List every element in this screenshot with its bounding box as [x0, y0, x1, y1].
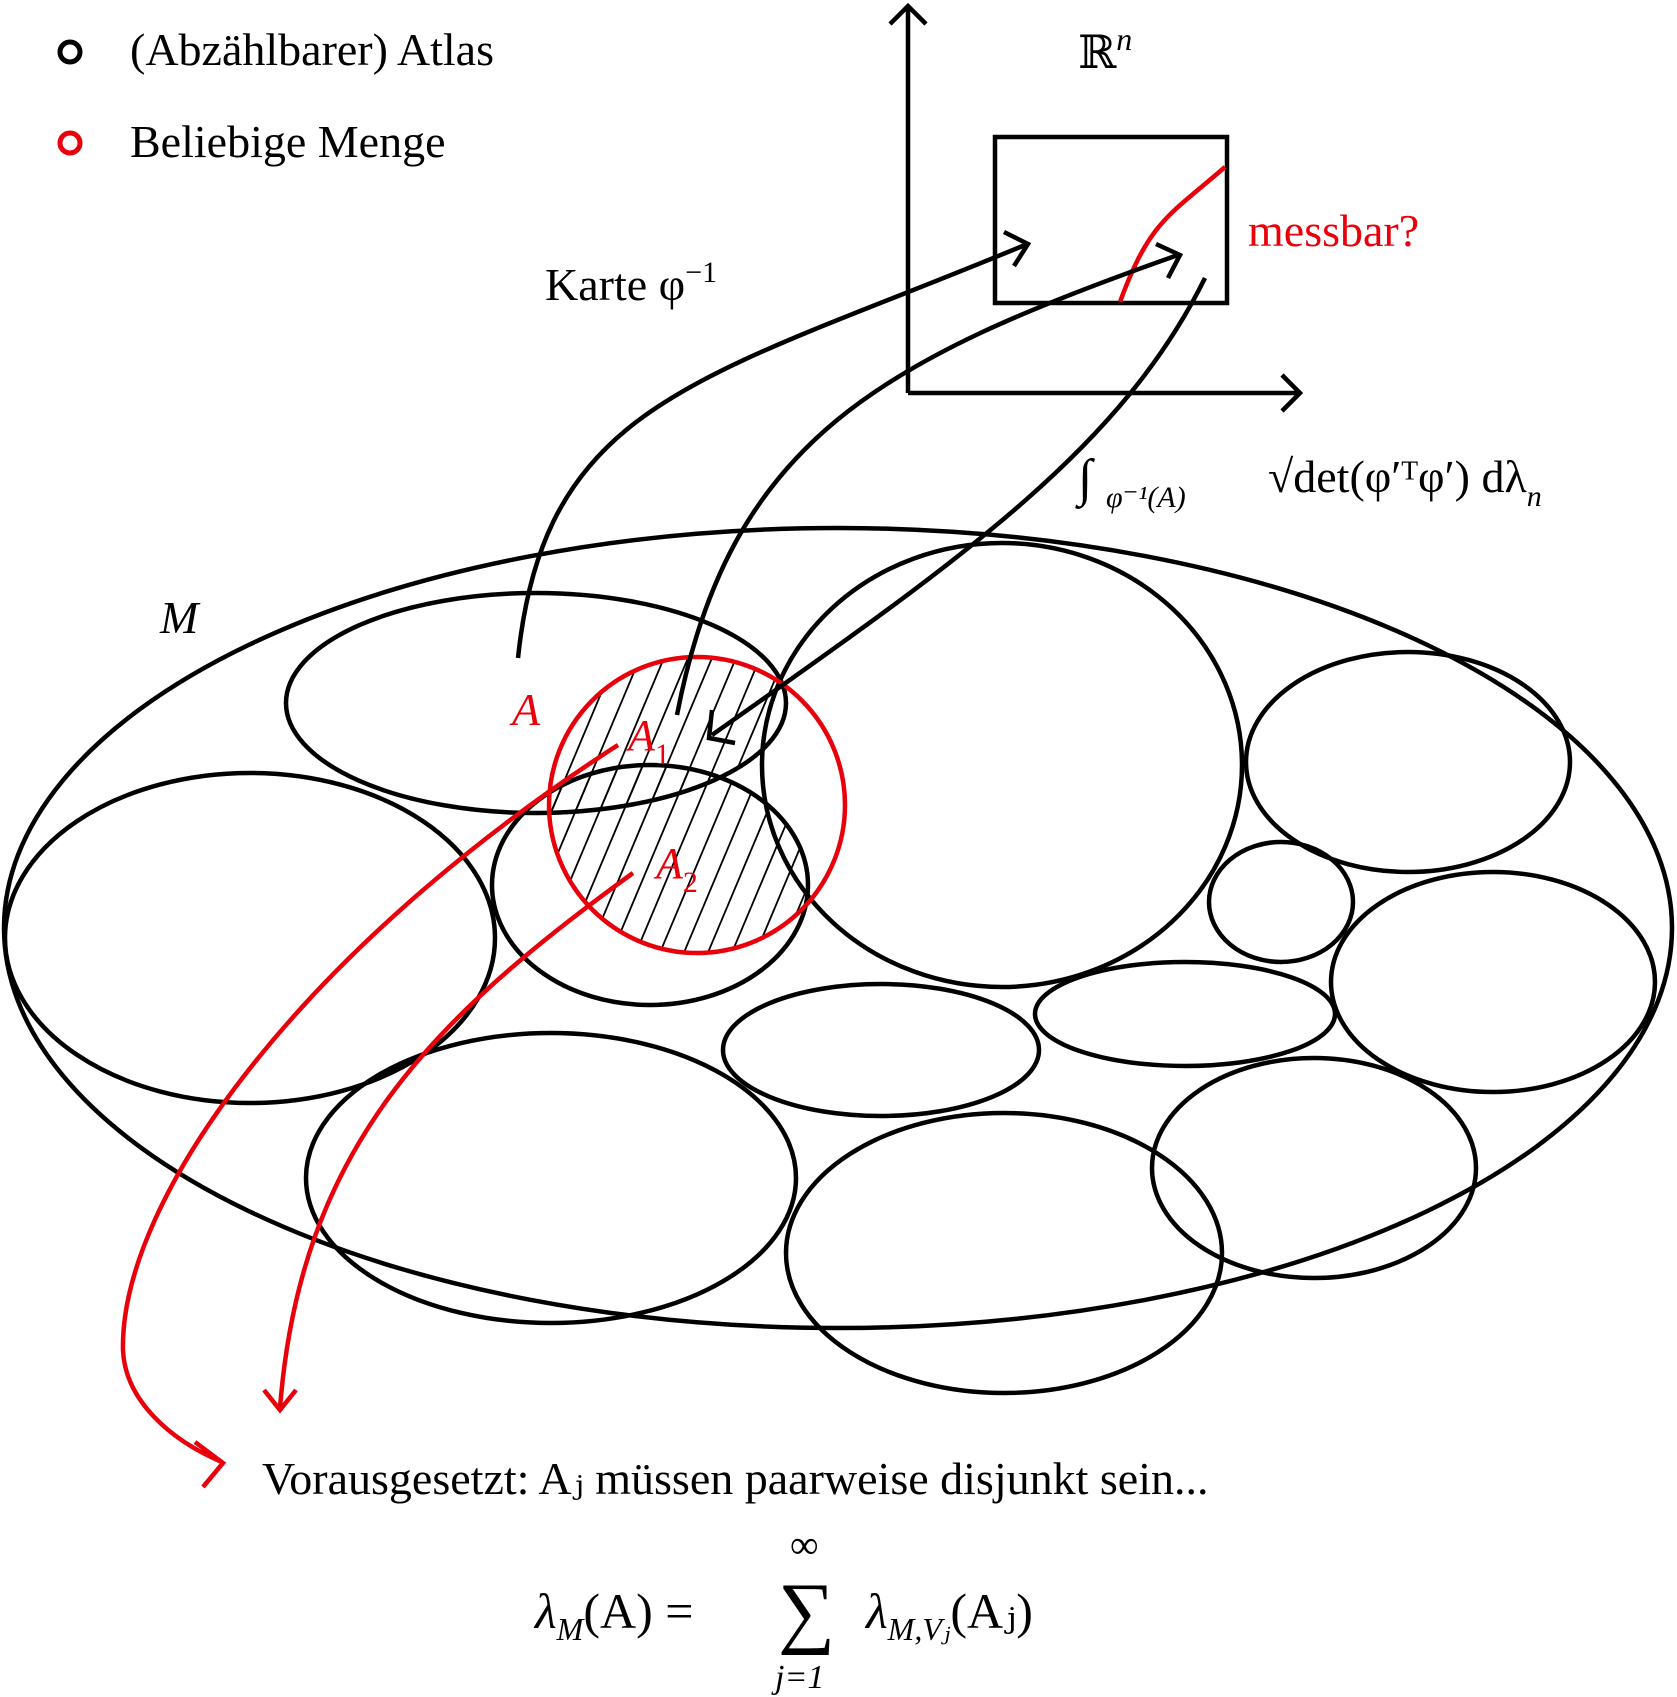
chart-ellipse — [720, 981, 1042, 1119]
chart-arrow-lower — [674, 252, 1179, 716]
sum-lower-limit: j=1 — [771, 1659, 824, 1696]
hatch-line — [880, 620, 1040, 1000]
integrand: √det(φ′ᵀφ′) dλn — [1268, 451, 1542, 513]
hatch-line — [735, 765, 808, 953]
hatch-line — [856, 620, 1016, 1000]
legend-atlas-label: (Abzählbarer) Atlas — [130, 24, 494, 75]
integral-arrow — [710, 277, 1208, 737]
red-arrow-A1 — [120, 743, 620, 1465]
chart-ellipse — [2, 770, 498, 1106]
space-label: ℝn — [1078, 21, 1132, 78]
chart-ellipse — [283, 590, 789, 816]
arrowhead — [193, 1440, 227, 1489]
integral-domain: φ⁻¹(A) — [1106, 481, 1186, 514]
hatch-line — [549, 765, 657, 953]
hatch-line — [615, 765, 777, 953]
chart-arrows: Karte φ−1 — [515, 229, 1208, 746]
hatch-line — [856, 620, 1016, 1000]
legend: (Abzählbarer) Atlas Beliebige Menge — [57, 24, 494, 167]
chart-arrow-upper — [515, 242, 1026, 659]
arrowhead — [706, 709, 736, 746]
atlas-charts — [2, 540, 1658, 1396]
chart-ellipse — [759, 540, 1245, 990]
decomposition-arrows — [120, 743, 635, 1489]
hatch-line — [687, 765, 808, 953]
hatch-line — [880, 620, 1040, 1000]
chart-label: Karte φ−1 — [545, 256, 717, 310]
piece-A2-label: A2 — [653, 839, 698, 899]
x-axis-arrowhead — [1280, 373, 1304, 413]
arrowhead — [1155, 241, 1184, 280]
chart-ellipse — [1149, 1055, 1479, 1281]
legend-set-label: Beliebige Menge — [130, 116, 446, 167]
chart-ellipse — [303, 1030, 799, 1326]
y-axis-arrowhead — [888, 2, 928, 26]
hatch-line — [639, 765, 801, 953]
hatch-line — [783, 765, 808, 953]
piece-A1-label: A1 — [625, 711, 670, 771]
measure-formula: λM(A) = ∑ ∞ j=1 λM,Vⱼ(Aⱼ) — [533, 1522, 1033, 1696]
hatch-line — [663, 765, 808, 953]
integral-sign: ∫ — [1075, 450, 1095, 509]
chart-ellipse — [1328, 869, 1658, 1095]
legend-atlas-marker — [57, 39, 83, 65]
chart-image-box — [992, 134, 1230, 306]
set-A-circle — [546, 654, 848, 956]
hatch-line — [783, 657, 786, 813]
legend-set-marker — [57, 130, 83, 156]
euclidean-space: ℝn messbar? — [888, 2, 1419, 413]
hatch-line — [807, 765, 808, 953]
formula-lhs: λM(A) = — [533, 1583, 693, 1647]
manifold-label: M — [159, 592, 201, 643]
sum-sign: ∑ — [778, 1568, 835, 1656]
arrowhead — [262, 1388, 298, 1414]
disjoint-note: Vorausgesetzt: Aⱼ müssen paarweise disju… — [262, 1453, 1208, 1504]
set-A-label: A — [509, 684, 541, 735]
measurable-label: messbar? — [1248, 205, 1419, 256]
arrowhead — [1002, 229, 1032, 268]
red-arrow-A2 — [277, 871, 635, 1409]
hatch-line — [735, 657, 786, 813]
hatch-line — [549, 765, 633, 953]
measurable-curve — [1117, 165, 1227, 303]
formula-term: λM,Vⱼ(Aⱼ) — [864, 1583, 1033, 1647]
chart-ellipse — [1206, 839, 1356, 965]
sum-upper-limit: ∞ — [790, 1522, 819, 1567]
hatch-line — [808, 620, 968, 1000]
hatch-line — [549, 765, 681, 953]
chart-ellipse — [1032, 959, 1338, 1069]
chart-ellipse — [783, 1110, 1225, 1396]
chart-ellipse — [1243, 649, 1573, 875]
integral-formula: ∫ φ⁻¹(A) √det(φ′ᵀφ′) dλn — [1075, 450, 1542, 514]
